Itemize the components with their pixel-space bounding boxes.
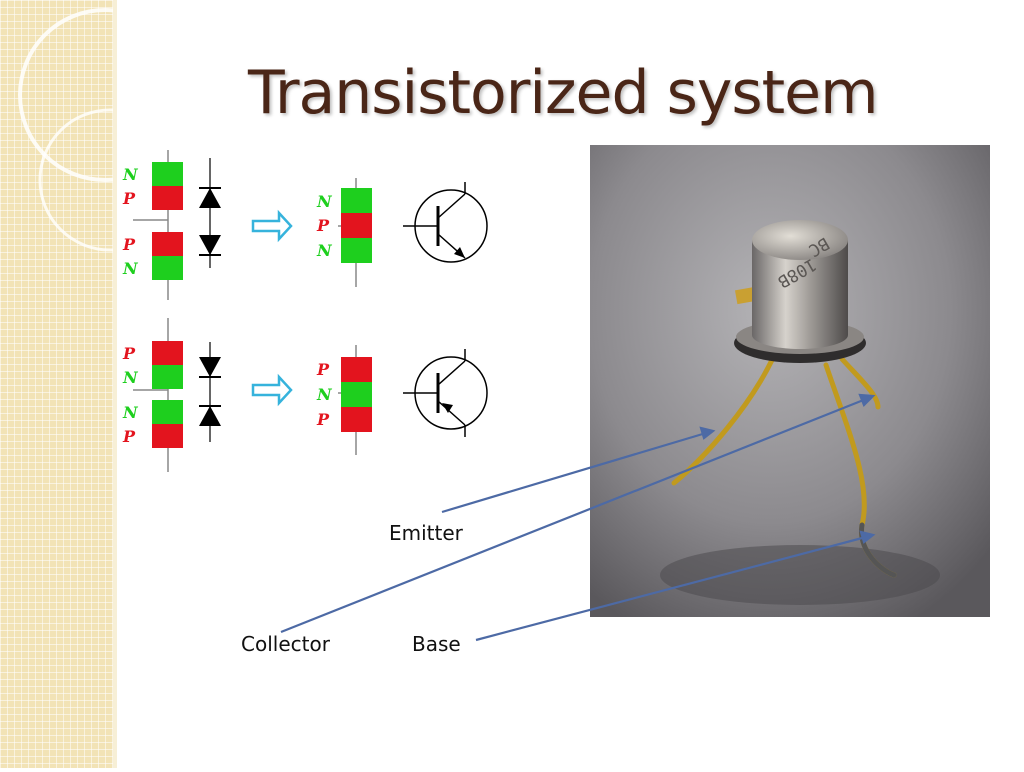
right-arrow-icon [251,373,293,407]
n-region [341,188,372,213]
region-letter: P [122,427,136,446]
p-region [152,232,183,256]
region-letter: P [122,235,136,254]
region-letter: N [316,192,333,211]
npn-diode-pair: N P P N [122,150,221,300]
npn-transistor-symbol-icon [403,182,488,263]
p-region [152,424,183,448]
region-letter: P [122,189,136,208]
region-letter: P [316,360,330,379]
sidebar-edge [113,0,117,768]
p-region [341,407,372,432]
right-arrow-icon [251,209,293,243]
emitter-label: Emitter [389,521,463,545]
pnp-transistor-symbol-icon [403,349,488,437]
page-title: Transistorized system [248,58,879,128]
pnp-transistor: P N P [316,345,488,455]
n-region [152,162,183,186]
region-letter: P [316,216,330,235]
arrowhead-icon [858,393,876,407]
transistor-photo: BC 108B [590,145,990,617]
region-letter: N [316,385,333,404]
region-letter: N [122,403,139,422]
region-letter: P [122,344,136,363]
n-region [152,365,183,389]
n-region [341,382,372,407]
n-region [152,400,183,424]
p-region [152,186,183,210]
arrowhead-icon [859,530,876,544]
diode-transistor-diagram: N P P N N P N [122,150,488,472]
p-region [341,357,372,382]
n-region [341,238,372,263]
region-letter: N [122,368,139,387]
region-letter: N [122,259,139,278]
region-letter: N [316,241,333,260]
p-region [341,213,372,238]
base-label: Base [412,632,461,656]
region-letter: N [122,165,139,184]
collector-label: Collector [241,632,330,656]
arrowhead-icon [699,426,716,440]
pnp-diode-pair: P N N P [122,318,221,472]
p-region [152,341,183,365]
collector-pointer [280,397,867,634]
base-pointer [475,535,867,642]
region-letter: P [316,410,330,429]
emitter-pointer [441,431,707,514]
npn-transistor: N P N [316,178,488,287]
n-region [152,256,183,280]
decorative-sidebar [0,0,192,768]
